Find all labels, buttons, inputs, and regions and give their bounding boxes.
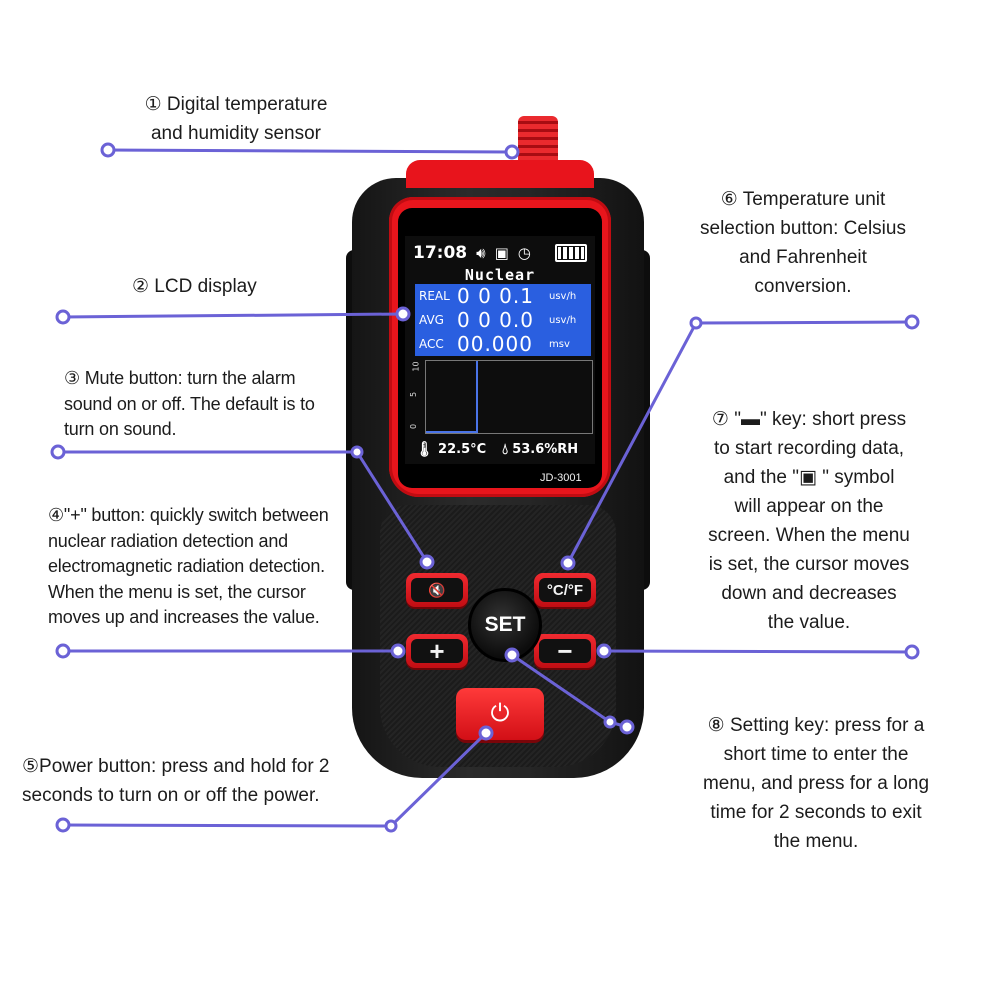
leader-line [603, 649, 913, 654]
callout-power-button: ⑤Power button: press and hold for 2 secon… [22, 752, 330, 810]
callout-text-line: conversion. [754, 276, 852, 297]
callout-text-line: moves up and increases the value. [48, 607, 320, 627]
lcd-graph [425, 360, 593, 434]
leader-endpoint [904, 314, 920, 330]
reading-value: 0 0 0.0 [457, 308, 534, 332]
callout-text-line: seconds to turn on or off the power. [22, 785, 320, 806]
plus-icon: + [411, 636, 463, 666]
lcd-display: 17:08 🔊︎ ▣ ◷ Nuclear REAL 0 0 0.1 usv/h … [405, 236, 595, 464]
leader-line [107, 148, 513, 154]
unit-label: °C/°F [539, 578, 591, 602]
humidity-value: 53.6%RH [512, 441, 579, 457]
record-icon: ▣ [494, 244, 509, 262]
callout-text-line: nuclear radiation detection and [48, 530, 288, 551]
callout-text-line: will appear on the [734, 496, 884, 517]
callout-text-line: ⑧ Setting key: press for a [707, 715, 925, 736]
lcd-status-bar: 17:08 🔊︎ ▣ ◷ [413, 242, 587, 264]
temperature-value: 22.5°C [438, 441, 487, 457]
callout-text-line: menu, and press for a long [702, 773, 930, 794]
thermometer-icon: 🌡︎ [415, 440, 435, 458]
leader-joint [384, 819, 398, 833]
callout-text-line: screen. When the menu [708, 525, 910, 546]
leader-endpoint [55, 643, 71, 659]
callout-text-line: electromagnetic radiation detection. [48, 556, 325, 576]
callout-text-line: ④"+" button: quickly switch between [48, 505, 329, 525]
reading-value: 0 0 0.1 [457, 284, 534, 308]
reading-unit: usv/h [549, 314, 577, 326]
temperature-unit-button[interactable]: °C/°F [534, 573, 596, 607]
callout-text-line: turn on sound. [64, 419, 177, 439]
lcd-readings: REAL 0 0 0.1 usv/h AVG 0 0 0.0 usv/h ACC… [415, 284, 591, 356]
lcd-environment: 🌡︎ 22.5°C 💧︎ 53.6%RH [415, 440, 591, 458]
callout-text-line: ② LCD display [132, 276, 257, 297]
power-button[interactable]: ⏻ [456, 688, 544, 740]
callout-mute-button: ③ Mute button: turn the alarm sound on or… [64, 366, 315, 443]
reading-unit: msv [549, 338, 570, 350]
leader-endpoint [504, 144, 520, 160]
reading-row-avg: AVG 0 0 0.0 usv/h [415, 308, 591, 332]
callout-text-line: and humidity sensor [150, 123, 322, 144]
minus-button[interactable]: − [534, 634, 596, 668]
callout-setting-key: ⑧ Setting key: press for a short time to … [680, 711, 952, 856]
callout-text-line: ⑤Power button: press and hold for 2 [22, 756, 330, 777]
callout-text-line: the value. [767, 612, 851, 633]
lcd-time: 17:08 [413, 243, 468, 263]
model-label: JD-3001 [540, 472, 582, 484]
callout-text-line: is set, the cursor moves [708, 554, 910, 575]
speaker-icon: 🔊︎ [476, 244, 486, 262]
callout-minus-key: ⑦ "▬" key: short press to start recording… [684, 405, 934, 637]
reading-value: 00.000 [457, 332, 533, 356]
device-top-cap [406, 160, 594, 188]
humidity-drop-icon: 💧︎ [502, 440, 509, 458]
callout-lcd-display: ② LCD display [132, 272, 257, 301]
temperature-humidity-sensor [518, 116, 558, 164]
timer-icon: ◷ [517, 244, 531, 262]
reading-row-acc: ACC 00.000 msv [415, 332, 591, 356]
battery-icon [555, 244, 587, 262]
callout-text-line: the menu. [773, 831, 859, 852]
callout-text-line: short time to enter the [723, 744, 909, 765]
plus-button[interactable]: + [406, 634, 468, 668]
callout-text-line: selection button: Celsius [700, 218, 906, 239]
leader-joint [689, 316, 703, 330]
reading-label: AVG [419, 313, 444, 327]
mute-icon: 🔇 [411, 578, 463, 602]
set-button[interactable]: SET [468, 588, 542, 662]
lcd-mode: Nuclear [464, 266, 536, 284]
callout-text-line: ⑦ "▬" key: short press [711, 409, 907, 430]
reading-row-real: REAL 0 0 0.1 usv/h [415, 284, 591, 308]
callout-temp-unit-button: ⑥ Temperature unit selection button: Cels… [680, 185, 926, 301]
graph-axis-tick: 5 [409, 391, 419, 398]
leader-endpoint [55, 309, 71, 325]
callout-text-line: down and decreases [721, 583, 897, 604]
callout-text-line: ⑥ Temperature unit [720, 189, 886, 210]
callout-text-line: time for 2 seconds to exit [710, 802, 922, 823]
leader-endpoint [904, 644, 920, 660]
leader-endpoint [55, 817, 71, 833]
callout-text-line: sound on or off. The default is to [64, 393, 315, 414]
leader-endpoint [50, 444, 66, 460]
callout-text-line: ③ Mute button: turn the alarm [64, 368, 296, 388]
callout-text-line: When the menu is set, the cursor [48, 581, 306, 602]
mute-button[interactable]: 🔇 [406, 573, 468, 607]
callout-text-line: ① Digital temperature [144, 94, 328, 115]
reading-label: ACC [419, 337, 444, 351]
reading-label: REAL [419, 289, 450, 303]
graph-axis-tick: 0 [409, 423, 419, 430]
minus-icon: − [539, 636, 591, 666]
callout-temp-humidity-sensor: ① Digital temperature and humidity sensor [106, 90, 366, 148]
callout-text-line: and the "▣ " symbol [723, 467, 895, 488]
callout-plus-button: ④"+" button: quickly switch between nucle… [48, 503, 329, 631]
power-icon: ⏻ [490, 700, 510, 727]
callout-text-line: and Fahrenheit [739, 247, 867, 268]
graph-axis-tick: 10 [411, 361, 421, 372]
reading-unit: usv/h [549, 290, 577, 302]
callout-text-line: to start recording data, [713, 438, 905, 459]
graph-window [426, 361, 478, 433]
